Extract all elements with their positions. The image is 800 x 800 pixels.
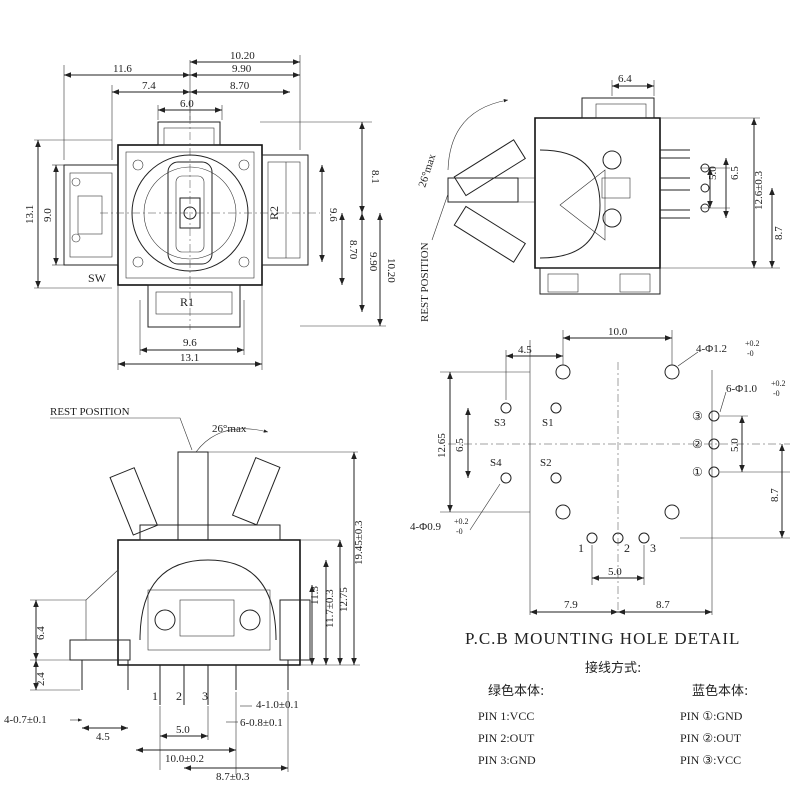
pcb-hole-a4 — [664, 504, 680, 520]
dim-right-4: 9.90 — [367, 252, 379, 272]
wiring-blue-pin-1: PIN ①:GND — [680, 709, 743, 723]
wiring-green-title: 绿色本体: — [488, 683, 544, 699]
front-pin-1: 1 — [152, 689, 158, 703]
dim-top-2: 11.6 — [113, 63, 132, 75]
dim-right-3: 8.70 — [347, 240, 359, 260]
pcb-hole-a-label: 4-Φ1.2 — [696, 343, 727, 355]
pcb-dim-7: 5.0 — [608, 566, 622, 578]
dim-bottom-1: 9.6 — [183, 337, 197, 349]
dim-top-6: 6.0 — [180, 98, 194, 110]
wiring-blue-pin-2: PIN ②:OUT — [680, 731, 742, 745]
side-dim-top: 6.4 — [618, 73, 632, 85]
pcb-hole-b-label: 6-Φ1.0 — [726, 383, 757, 395]
side-rest-label: REST POSITION — [419, 242, 431, 322]
front-dim-b3: 5.0 — [176, 724, 190, 736]
pcb-dim-9: 8.7 — [656, 599, 670, 611]
dim-right-5: 10.20 — [385, 258, 397, 283]
pcb-dim-5: 5.0 — [729, 438, 741, 452]
dim-bottom-2: 13.1 — [180, 352, 199, 364]
side-dim-r1: 5.0 — [707, 166, 719, 180]
front-view: 1 2 3 REST POSITION 26°max 11.3 11.7±0.3… — [4, 406, 365, 783]
wiring-green-pin-1: PIN 1:VCC — [478, 709, 534, 723]
side-dim-r4: 8.7 — [773, 226, 785, 240]
wiring-heading: 接线方式: — [585, 660, 641, 676]
pcb-s1: S1 — [542, 417, 554, 429]
dim-right-1: 8.1 — [369, 170, 381, 184]
top-view: SW R1 R2 10.20 11.6 9.90 7.4 8.70 6.0 13… — [24, 50, 397, 370]
pcb-pin-1: 1 — [578, 541, 584, 555]
wiring-blue-title: 蓝色本体: — [692, 683, 748, 699]
pcb-hole-a-tol2: -0 — [747, 349, 754, 358]
wiring-green-pin-3: PIN 3:GND — [478, 753, 536, 767]
pcb-hole-a1 — [555, 364, 571, 380]
front-dim-b5: 8.7±0.3 — [216, 771, 250, 783]
front-dim-r2: 11.7±0.3 — [324, 589, 336, 628]
pcb-title: P.C.B MOUNTING HOLE DETAIL — [465, 629, 740, 648]
pcb-circ-3: ③ — [692, 409, 703, 423]
pcb-dim-4: 6.5 — [454, 438, 466, 452]
dim-left-1: 13.1 — [24, 205, 36, 224]
pcb-dim-2: 4.5 — [518, 344, 532, 356]
r1-label: R1 — [180, 295, 194, 309]
pcb-dim-3: 12.65 — [436, 433, 448, 458]
wiring-blue-pin-3: PIN ③:VCC — [680, 753, 741, 767]
front-pin-2: 2 — [176, 689, 182, 703]
pcb-circ-1: ① — [692, 465, 703, 479]
dim-left-2: 9.0 — [42, 208, 54, 222]
side-dim-r3: 12.6±0.3 — [753, 170, 765, 210]
front-dim-r1: 11.3 — [309, 586, 321, 605]
pcb-s3: S3 — [494, 417, 506, 429]
pcb-circ-2: ② — [692, 437, 703, 451]
sw-label: SW — [88, 271, 107, 285]
pcb-dim-6: 8.7 — [769, 488, 781, 502]
wiring-table: 接线方式: 绿色本体: 蓝色本体: PIN 1:VCC PIN 2:OUT PI… — [478, 660, 748, 767]
pcb-s4: S4 — [490, 457, 502, 469]
r2-label: R2 — [267, 206, 281, 220]
front-dim-b6: 4-1.0±0.1 — [256, 699, 299, 711]
front-dim-l1: 6.4 — [35, 626, 47, 640]
pcb-dim-8: 7.9 — [564, 599, 578, 611]
pcb-hole-c-tol: +0.2 — [454, 517, 469, 526]
pcb-hole-a2 — [664, 364, 680, 380]
pcb-dim-1: 10.0 — [608, 326, 628, 338]
side-view: 26°max REST POSITION 6.4 5.0 6.5 12.6±0.… — [416, 73, 785, 322]
pcb-hole-a3 — [555, 504, 571, 520]
dim-top-1: 10.20 — [230, 50, 255, 62]
front-dim-b4: 10.0±0.2 — [165, 753, 204, 765]
front-dim-b2: 4.5 — [96, 731, 110, 743]
pcb-s2: S2 — [540, 457, 552, 469]
front-dim-b7: 6-0.8±0.1 — [240, 717, 283, 729]
wiring-green-pin-2: PIN 2:OUT — [478, 731, 535, 745]
dim-top-5: 8.70 — [230, 80, 250, 92]
dim-top-3: 9.90 — [232, 63, 252, 75]
pcb-hole-b-tol2: -0 — [773, 389, 780, 398]
pcb-hole-a-tol: +0.2 — [745, 339, 760, 348]
pcb-detail: S3 S1 S4 S2 ③ ② ① 1 2 3 10.0 4.5 12.65 6… — [410, 326, 790, 648]
front-dim-b1: 4-0.7±0.1 — [4, 714, 47, 726]
front-rest-label: REST POSITION — [50, 406, 130, 418]
front-dim-l2: 2.4 — [35, 672, 47, 686]
front-angle-label: 26°max — [212, 423, 247, 435]
dim-top-4: 7.4 — [142, 80, 156, 92]
dim-right-2: 9.6 — [327, 208, 339, 222]
front-pin-3: 3 — [202, 689, 208, 703]
front-dim-r4: 19.45±0.3 — [353, 520, 365, 565]
side-angle-label: 26°max — [416, 152, 438, 189]
pcb-pin-3: 3 — [650, 541, 656, 555]
pcb-hole-b-tol: +0.2 — [771, 379, 786, 388]
pcb-hole-c-label: 4-Φ0.9 — [410, 521, 441, 533]
side-dim-r2: 6.5 — [729, 166, 741, 180]
pcb-pin-2: 2 — [624, 541, 630, 555]
pcb-hole-c-tol2: -0 — [456, 527, 463, 536]
front-dim-r3: 12.75 — [338, 587, 350, 612]
